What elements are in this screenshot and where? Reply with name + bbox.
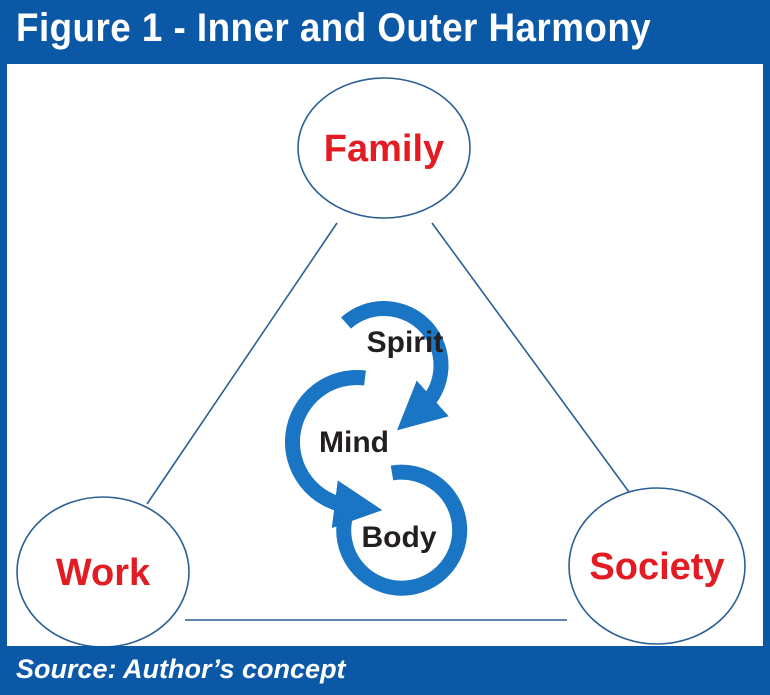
node-family-label: Family [324,128,444,170]
inner-body-label: Body [362,521,437,554]
inner-mind-label: Mind [319,426,389,459]
node-family: Family [297,77,471,219]
mind-cycle-arrow [285,370,383,529]
diagram-panel: Family Work Society Spirit Mind Body [7,64,763,646]
node-work: Work [16,496,190,646]
node-work-label: Work [56,552,151,594]
harmony-diagram: Family Work Society Spirit Mind Body [16,77,746,646]
spirit-cycle-arrow [341,301,449,431]
body-cycle-arrow [336,464,468,596]
footer-bar: Source: Author’s concept [0,648,770,695]
figure-title: Figure 1 - Inner and Outer Harmony [16,6,652,50]
node-society: Society [568,487,746,645]
source-note: Source: Author’s concept [16,654,346,684]
node-society-label: Society [589,546,724,588]
edge-family-work [146,222,338,505]
title-bar: Figure 1 - Inner and Outer Harmony [0,0,770,62]
edge-family-society [431,222,630,493]
inner-spirit-label: Spirit [367,326,444,359]
